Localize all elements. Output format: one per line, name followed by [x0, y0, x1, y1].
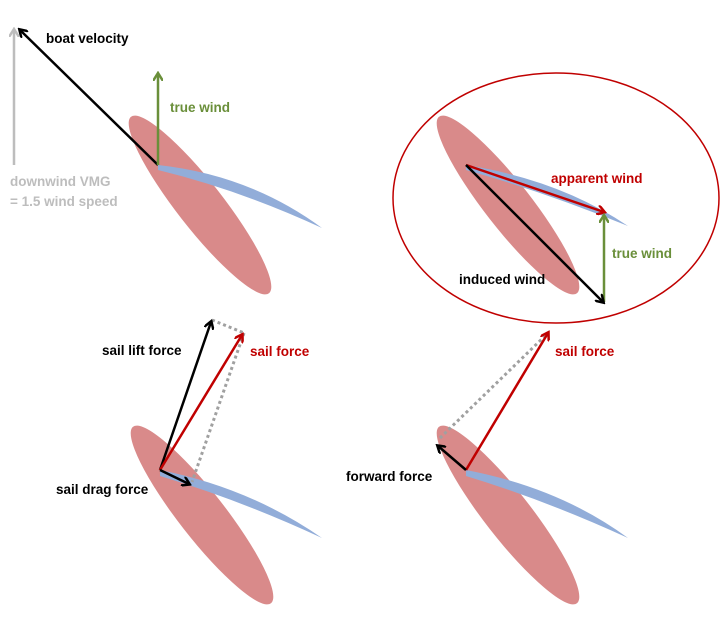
- forward-force-arrow: [438, 446, 467, 471]
- sail-force-arrow: [158, 335, 242, 471]
- hull-shape: [130, 425, 274, 605]
- sail-drag-force-label: sail drag force: [56, 482, 149, 497]
- apparent-wind-arrow: [465, 163, 604, 212]
- apparent-wind-label: apparent wind: [551, 171, 643, 186]
- panel-top-left: boat velocity true wind downwind VMG = 1…: [10, 30, 322, 295]
- sail-shape: [158, 165, 322, 228]
- sail-lift-force-label: sail lift force: [102, 343, 182, 358]
- boat-velocity-arrow: [20, 30, 159, 166]
- induced-wind-label: induced wind: [459, 272, 545, 287]
- boat-velocity-label: boat velocity: [46, 31, 129, 46]
- panel-bottom-right: sail force forward force: [346, 331, 628, 605]
- true-wind-label: true wind: [612, 246, 672, 261]
- sail-drag-force-arrow: [159, 468, 189, 484]
- sail-shape: [466, 165, 628, 226]
- panel-top-right: apparent wind true wind induced wind: [392, 72, 720, 324]
- sail-force-label: sail force: [250, 344, 310, 359]
- dotted-parallelogram-top: [211, 318, 245, 335]
- vmg-label-line2: = 1.5 wind speed: [10, 194, 118, 209]
- sail-force-arrow: [464, 333, 548, 471]
- panel-bottom-left: sail lift force sail force sail drag for…: [56, 318, 322, 605]
- forward-force-label: forward force: [346, 469, 433, 484]
- dotted-guide-line: [438, 331, 550, 440]
- sail-force-label: sail force: [555, 344, 615, 359]
- hull-shape: [436, 115, 580, 295]
- sail-shape: [466, 470, 628, 538]
- sail-shape: [160, 470, 322, 538]
- dotted-parallelogram-side: [190, 332, 246, 483]
- true-wind-label: true wind: [170, 100, 230, 115]
- hull-shape: [128, 115, 272, 295]
- highlight-circle: [392, 72, 720, 324]
- hull-shape: [436, 425, 580, 605]
- induced-wind-arrow: [465, 164, 603, 302]
- vmg-label-line1: downwind VMG: [10, 174, 111, 189]
- sail-lift-force-arrow: [158, 322, 211, 471]
